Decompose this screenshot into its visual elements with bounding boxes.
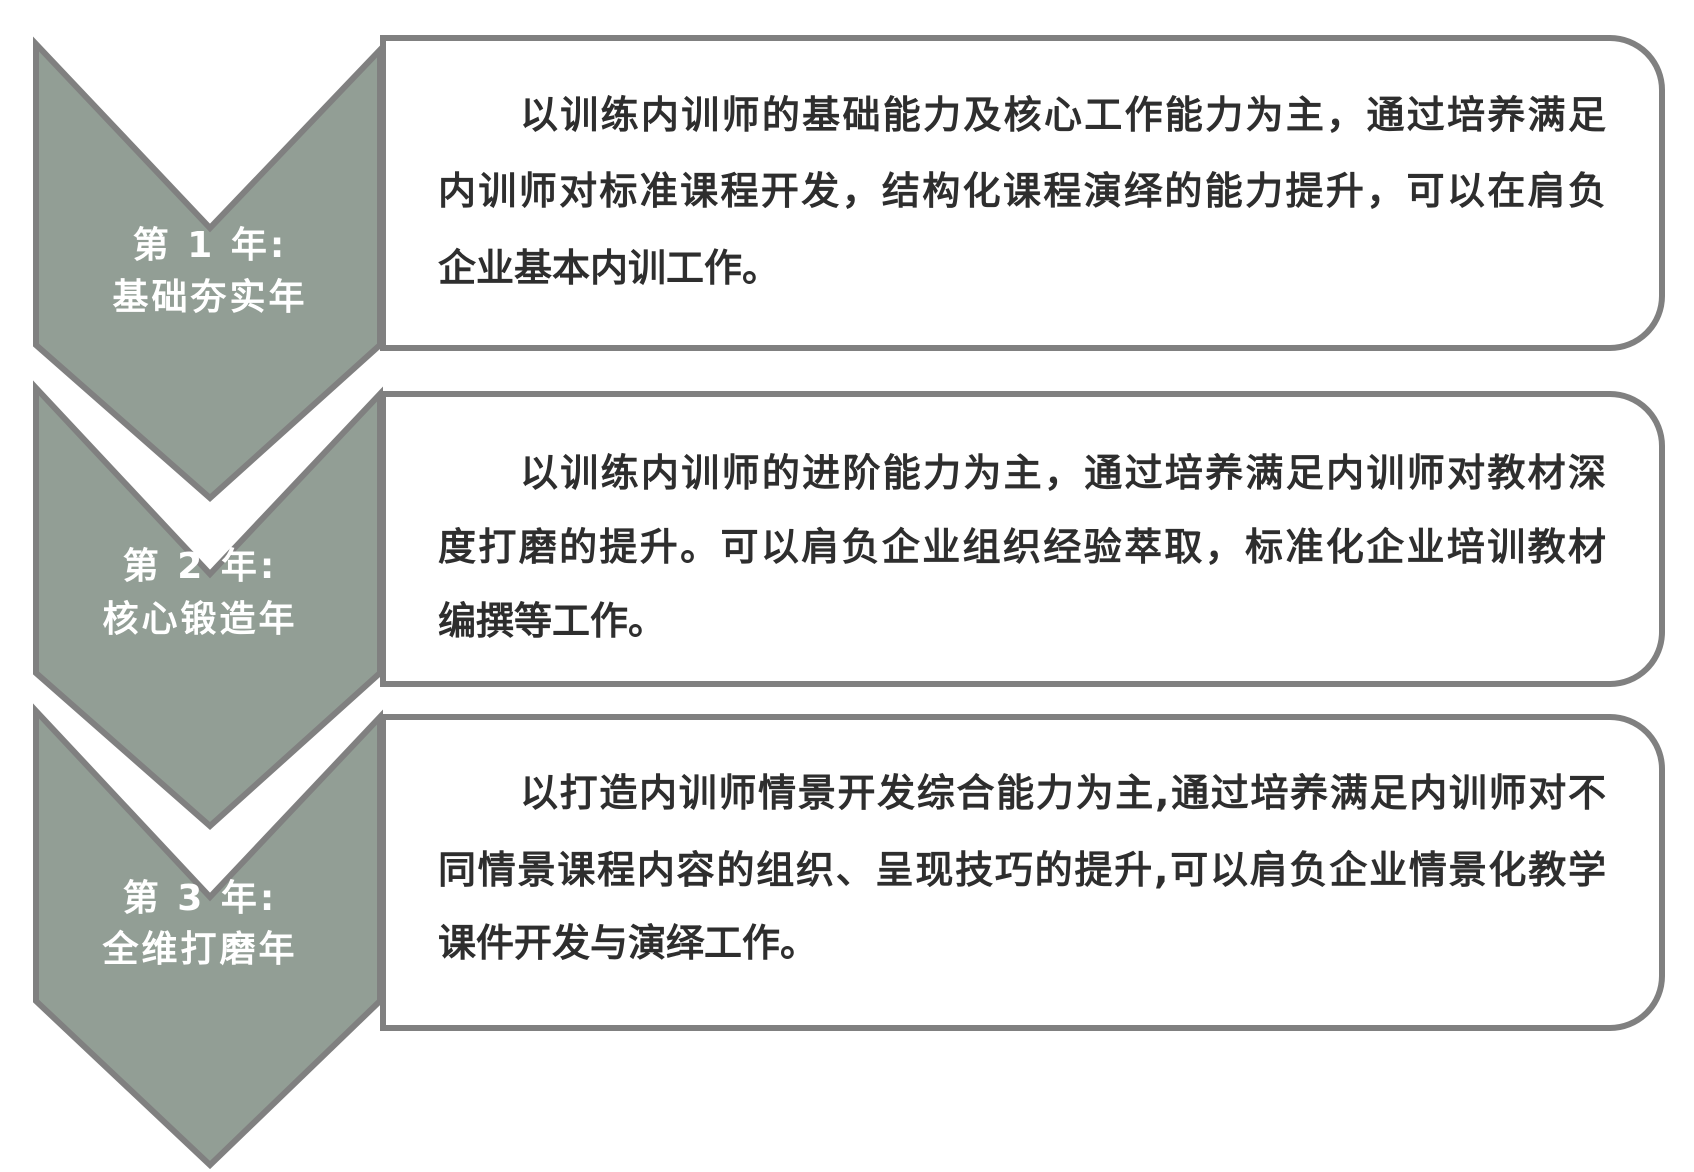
text-box-stage-2 (380, 391, 1665, 687)
stage-2-text-line-2: 度打磨的提升。可以肩负企业组织经验萃取，标准化企业培训教材 (438, 525, 1606, 569)
stage-3-name: 全维打磨年 (102, 929, 298, 970)
chevron-stage-1 (33, 36, 383, 503)
stage-1-text-line-2: 内训师对标准课程开发，结构化课程演绎的能力提升，可以在肩负 (438, 169, 1606, 213)
stage-3-text-line-1: 以打造内训师情景开发综合能力为主,通过培养满足内训师对不 (520, 771, 1606, 815)
stage-2-year-label: 第 2 年: (122, 546, 278, 587)
text-box-stage-1 (380, 35, 1665, 351)
stage-3-text-line-2: 同情景课程内容的组织、呈现技巧的提升,可以肩负企业情景化教学 (438, 848, 1606, 892)
stage-1-year-label: 第 1 年: (132, 225, 288, 266)
text-box-stage-3 (380, 714, 1665, 1031)
stage-2-name: 核心锻造年 (102, 599, 298, 640)
stage-2-text-line-1: 以训练内训师的进阶能力为主，通过培养满足内训师对教材深 (520, 451, 1606, 495)
stage-1-text-line-1: 以训练内训师的基础能力及核心工作能力为主，通过培养满足 (520, 93, 1606, 137)
stage-1-text-line-3: 企业基本内训工作。 (438, 246, 781, 290)
stage-3-text-line-3: 课件开发与演绎工作。 (438, 921, 819, 965)
stage-1-name: 基础夯实年 (112, 277, 308, 318)
stage-2-text-line-3: 编撰等工作。 (438, 599, 667, 643)
stage-3-year-label: 第 3 年: (122, 878, 278, 919)
